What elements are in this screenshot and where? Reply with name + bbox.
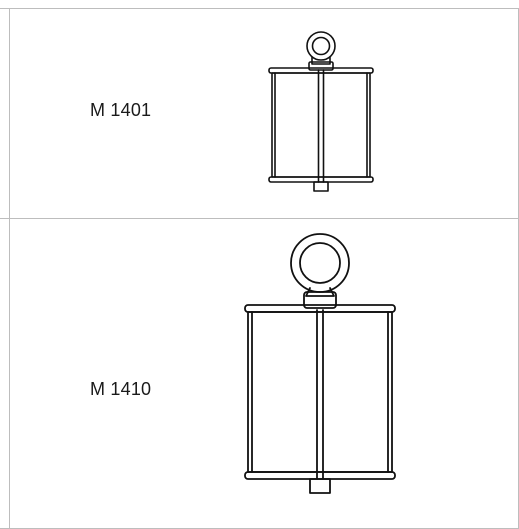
row-divider — [0, 218, 519, 219]
cylindrical-weight-with-eyebolt-icon — [262, 22, 380, 194]
cylindrical-weight-with-eyebolt-icon — [238, 230, 402, 505]
product-row: M 1410 — [10, 219, 518, 528]
model-label: M 1410 — [90, 379, 152, 399]
model-label: M 1401 — [90, 100, 152, 120]
table-border-left — [9, 8, 10, 529]
product-row: M 1401 — [10, 9, 518, 218]
table-border-top — [0, 8, 519, 9]
